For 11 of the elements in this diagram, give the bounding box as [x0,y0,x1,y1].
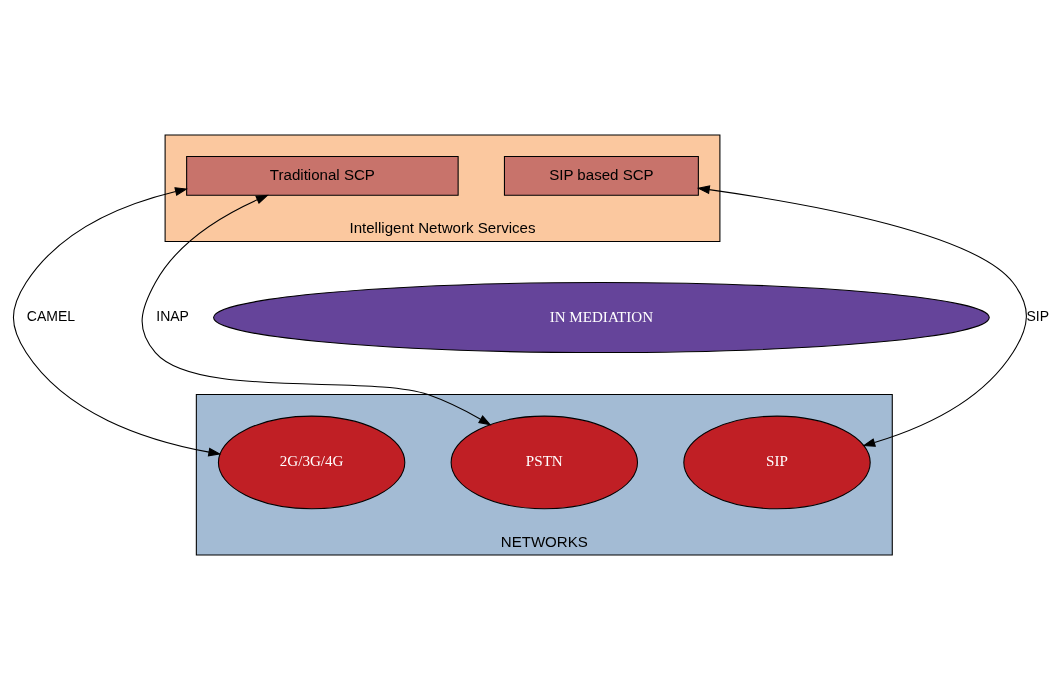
edge-label: INAP [156,307,189,324]
node-box: Traditional SCP [186,155,459,196]
arrow [696,184,1027,447]
edge-label: CAMEL [26,307,76,324]
node-box: SIP based SCP [503,155,699,196]
edge-label: SIP [1026,307,1049,324]
node-ellipse: SIP [683,415,871,509]
node-ellipse: IN MEDIATION [213,281,990,353]
arrow [12,186,222,456]
arrow [141,194,492,426]
node-ellipse: 2G/3G/4G [217,415,406,509]
